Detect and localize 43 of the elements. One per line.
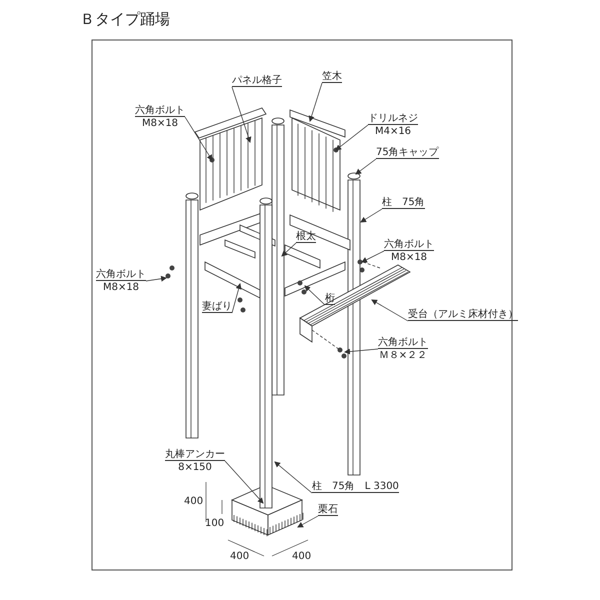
part-label: 六角ボルト [378,336,428,349]
part-label: 柱 75角 [382,196,425,209]
leader-line [281,242,296,257]
size-label: M4×16 [374,125,412,138]
size-label: 8×150 [177,461,213,474]
part-label: 根太 [296,230,316,243]
leader-line [224,460,264,504]
part-label: 六角ボルト [96,268,146,281]
size-label: M8×18 [102,281,140,294]
dimension-text: 400 [230,550,250,563]
part-label: 笠木 [322,70,342,83]
size-label: M8×18 [140,117,180,130]
part-label: 桁 [325,292,335,305]
leader-line [297,516,318,528]
dimension-text: 400 [292,550,312,563]
part-label: ドリルネジ [368,112,418,125]
part-label: パネル格子 [232,74,282,87]
part-label: 六角ボルト [384,238,434,251]
dimension-text: 100 [205,517,224,530]
leader-line [344,348,378,355]
part-label: 六角ボルト [135,104,185,117]
title: Ｂタイプ踊場 [80,10,170,28]
leader-line [371,300,408,322]
size-label: M8×18 [390,251,428,264]
leader-line [274,461,312,494]
leader-line [232,86,252,143]
part-label: 妻ばり [202,300,232,313]
part-label: 丸棒アンカー [165,448,225,461]
size-label: Ｍ８×２２ [378,349,428,362]
dimension-text: 400 [184,495,204,508]
leader-line [146,276,167,282]
part-label: 受台（アルミ床材付き） [408,308,518,321]
leader-line [355,158,376,175]
leader-line [184,116,213,161]
leader-line [308,82,322,122]
leader-line [232,283,242,314]
leader-line [360,208,382,223]
part-label: 柱 75角 L 3300 [312,480,399,493]
part-label: 栗石 [318,503,338,516]
leader-line [335,124,368,151]
part-label: 75角キャップ [376,146,439,159]
leader-line [304,285,326,306]
leader-line [361,250,384,262]
